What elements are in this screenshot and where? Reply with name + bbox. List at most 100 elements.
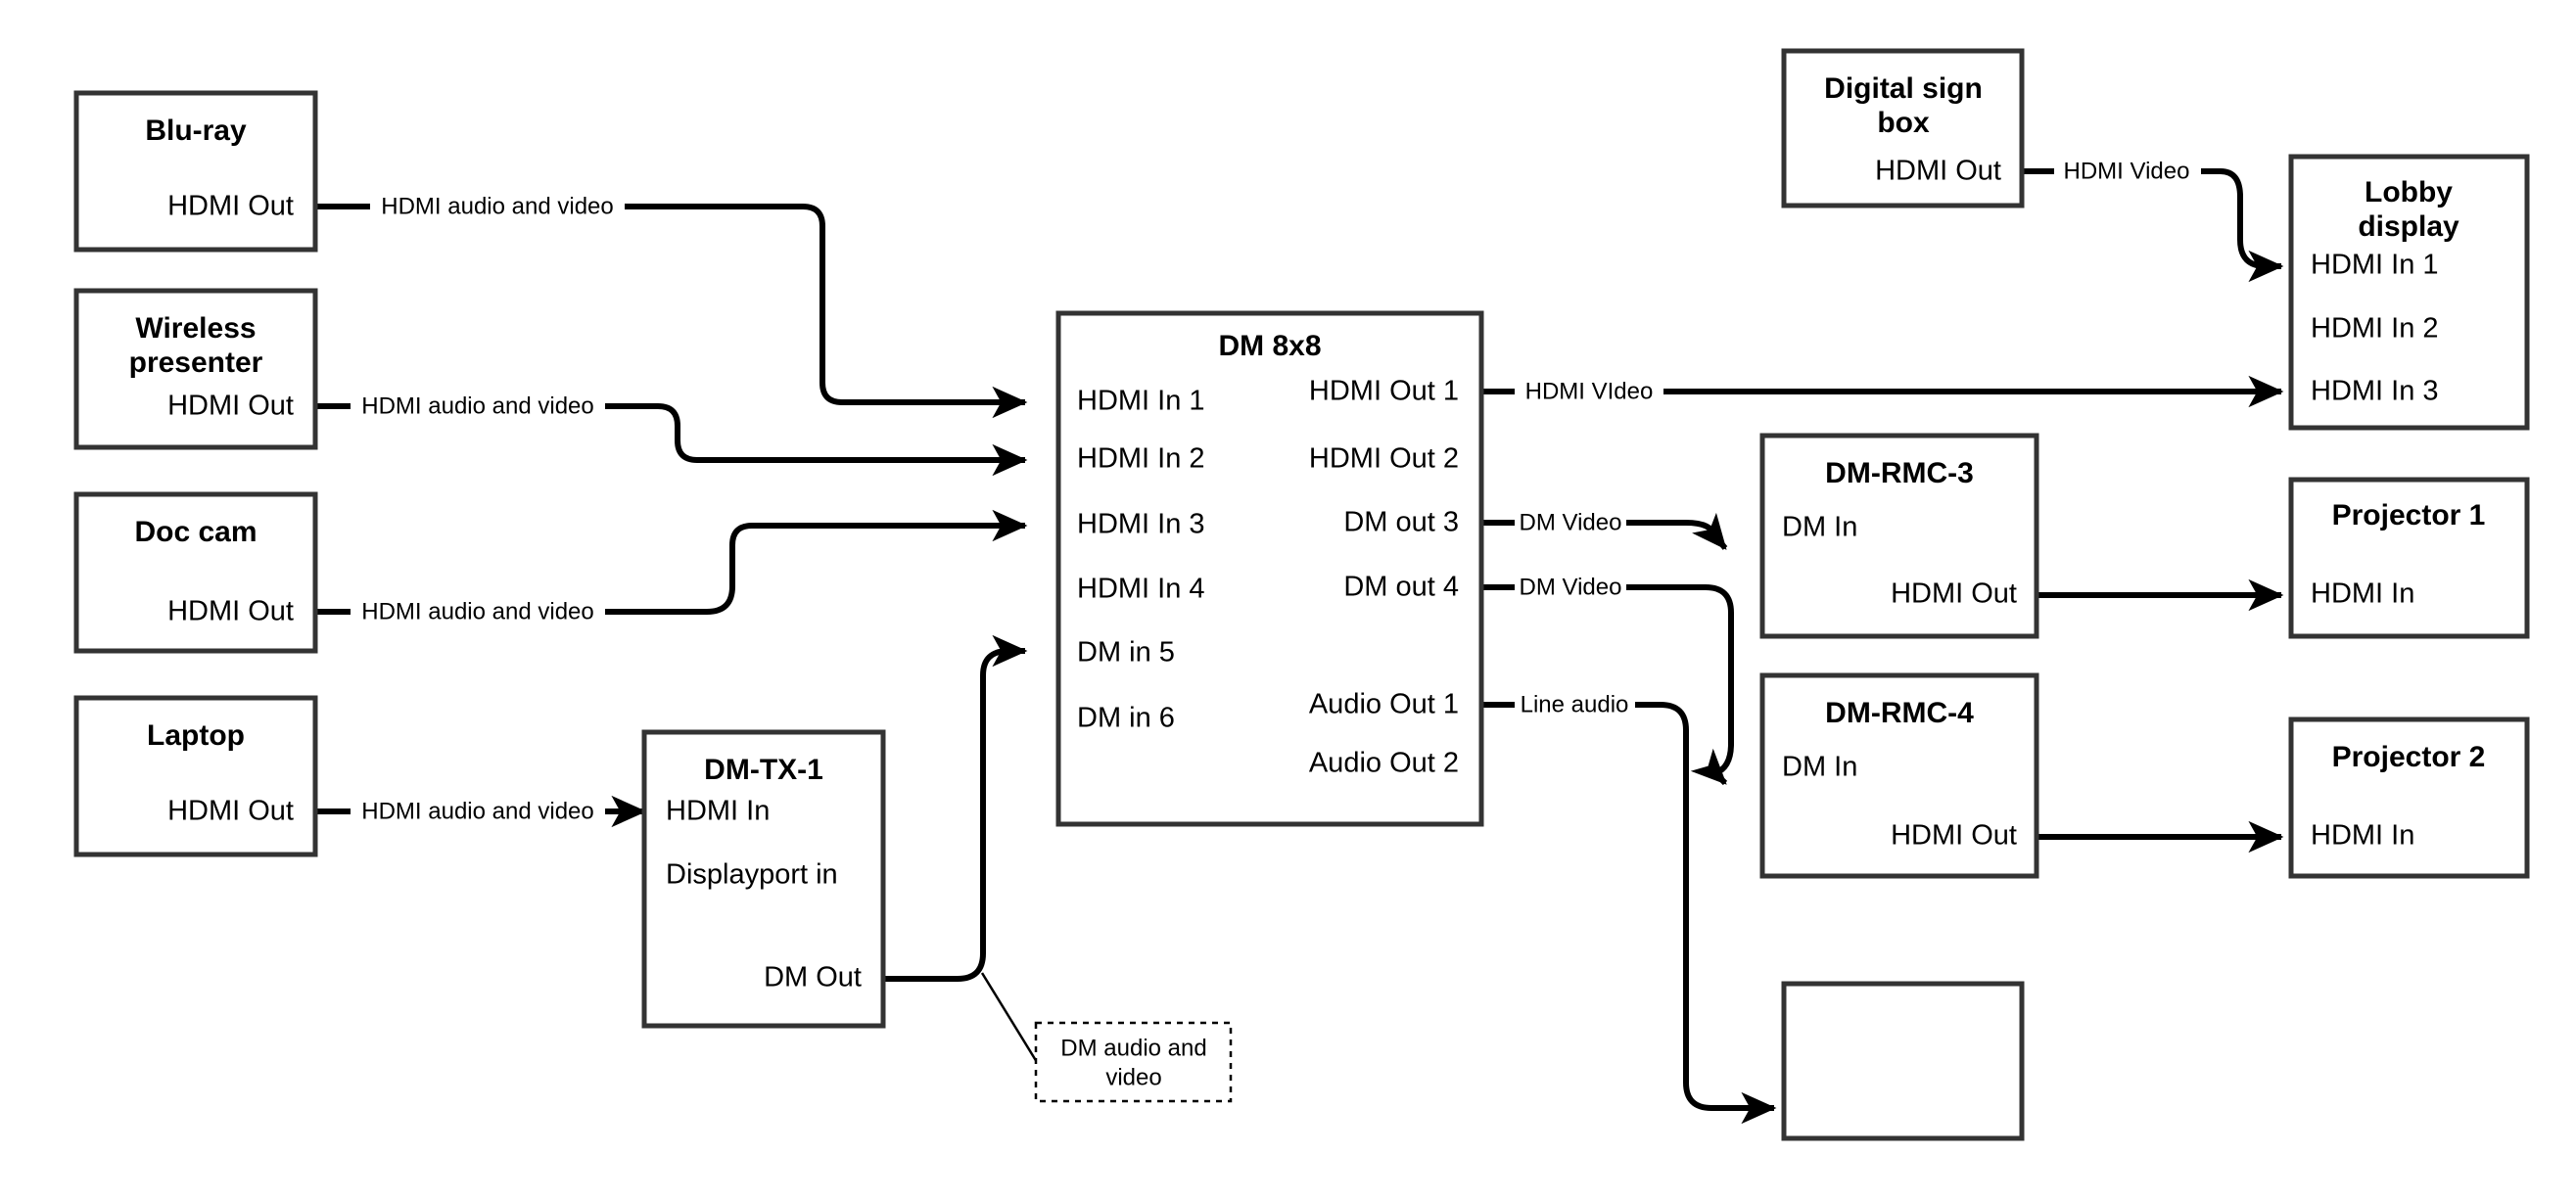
node-laptop-box[interactable] — [73, 695, 318, 857]
port-dmrmc3-dm-in: DM In — [1782, 512, 1857, 543]
edge-dm8x8-to-amplifier: Line audio — [1481, 691, 1777, 1125]
edge-dm8x8-to-dmrmc3: DM Video — [1481, 509, 1728, 550]
node-laptop[interactable]: Laptop HDMI Out — [73, 695, 318, 857]
node-lobby-display[interactable]: Lobby display HDMI In 1 HDMI In 2 HDMI I… — [2288, 154, 2530, 431]
edge-path — [2201, 168, 2284, 283]
port-dm8x8-dm-out-3: DM out 3 — [1343, 507, 1459, 538]
port-dm8x8-dm-in-6: DM in 6 — [1077, 703, 1175, 734]
edge-path — [605, 509, 1028, 615]
edge-doccam-to-dm8x8: HDMI audio and video — [315, 509, 1028, 624]
edge-digitalsign-to-lobby: HDMI Video — [2022, 158, 2284, 283]
edge-path — [625, 204, 1028, 419]
node-wireless-presenter[interactable]: Wireless presenter HDMI Out — [73, 288, 318, 450]
port-dm8x8-hdmi-out-2: HDMI Out 2 — [1309, 443, 1459, 475]
callout-dm-audio-and-video: DM audio and video — [1034, 1021, 1233, 1103]
port-dmtx1-hdmi-in: HDMI In — [666, 796, 770, 827]
edge-bluray-to-dm8x8: HDMI audio and video — [315, 193, 1028, 419]
node-projector-2-title: Projector 2 — [2332, 741, 2486, 773]
node-projector-1-title: Projector 1 — [2332, 499, 2486, 531]
node-projector-1[interactable]: Projector 1 HDMI In — [2288, 477, 2530, 639]
node-dm-tx-1-title: DM-TX-1 — [704, 754, 823, 786]
edge-label-dm8x8-to-dmrmc4: DM Video — [1520, 574, 1622, 600]
node-lobby-display-box[interactable] — [2288, 154, 2530, 431]
port-dm8x8-hdmi-in-3: HDMI In 3 — [1077, 509, 1205, 540]
node-amplifier[interactable] — [1781, 981, 2025, 1141]
edge-path — [1635, 702, 1777, 1125]
port-bluray-hdmi-out: HDMI Out — [167, 191, 294, 222]
node-digital-sign-title-line1: Digital sign — [1824, 72, 1983, 105]
node-bluray-title: Blu-ray — [145, 115, 247, 147]
port-dmrmc4-hdmi-out: HDMI Out — [1891, 820, 2017, 852]
node-lobby-display-title-line2: display — [2358, 210, 2459, 243]
edge-dm8x8-to-lobby: HDMI VIdeo — [1481, 375, 2284, 408]
node-dm-rmc-3[interactable]: DM-RMC-3 DM In HDMI Out — [1759, 433, 2039, 639]
port-dm8x8-hdmi-in-2: HDMI In 2 — [1077, 443, 1205, 475]
node-dm-8x8[interactable]: DM 8x8 HDMI In 1 HDMI In 2 HDMI In 3 HDM… — [1055, 310, 1484, 827]
node-doc-cam[interactable]: Doc cam HDMI Out — [73, 491, 318, 654]
node-amplifier-box[interactable] — [1781, 981, 2025, 1141]
callout-text-line2: video — [1105, 1064, 1161, 1090]
node-digital-sign-title-line2: box — [1877, 107, 1930, 139]
node-dm-rmc-4-title: DM-RMC-4 — [1825, 697, 1974, 729]
port-dmtx1-dm-out: DM Out — [764, 962, 862, 993]
port-lobby-hdmi-in-3: HDMI In 3 — [2311, 376, 2439, 407]
edge-path — [1626, 584, 1734, 786]
node-bluray[interactable]: Blu-ray HDMI Out — [73, 90, 318, 253]
port-dm8x8-dm-in-5: DM in 5 — [1077, 637, 1175, 669]
node-digital-sign-box-box[interactable] — [1781, 48, 2025, 208]
node-projector-2-box[interactable] — [2288, 716, 2530, 879]
node-lobby-display-title-line1: Lobby — [2365, 176, 2453, 208]
port-dm8x8-audio-out-1: Audio Out 1 — [1309, 689, 1459, 720]
node-doc-cam-box[interactable] — [73, 491, 318, 654]
port-laptop-hdmi-out: HDMI Out — [167, 796, 294, 827]
node-doc-cam-title: Doc cam — [134, 516, 257, 548]
port-digitalsign-hdmi-out: HDMI Out — [1875, 156, 2001, 187]
port-wireless-hdmi-out: HDMI Out — [167, 391, 294, 422]
port-dmtx1-displayport-in: Displayport in — [666, 859, 838, 891]
port-dm8x8-hdmi-in-1: HDMI In 1 — [1077, 386, 1205, 417]
node-projector-1-box[interactable] — [2288, 477, 2530, 639]
edge-label-bluray-to-dm8x8: HDMI audio and video — [381, 193, 613, 219]
port-projector1-hdmi-in: HDMI In — [2311, 578, 2414, 610]
port-doccam-hdmi-out: HDMI Out — [167, 596, 294, 627]
node-digital-sign-box[interactable]: Digital sign box HDMI Out — [1781, 48, 2025, 208]
port-dm8x8-hdmi-out-1: HDMI Out 1 — [1309, 376, 1459, 407]
node-wireless-presenter-title-line2: presenter — [129, 346, 263, 379]
port-projector2-hdmi-in: HDMI In — [2311, 820, 2414, 852]
edge-laptop-to-dmtx1: HDMI audio and video — [315, 795, 647, 828]
node-dm-rmc-3-title: DM-RMC-3 — [1825, 457, 1974, 489]
edge-path — [883, 634, 1028, 982]
node-projector-2[interactable]: Projector 2 HDMI In — [2288, 716, 2530, 879]
node-wireless-presenter-title-line1: Wireless — [135, 312, 256, 345]
port-dm8x8-hdmi-in-4: HDMI In 4 — [1077, 574, 1205, 605]
node-dm-tx-1[interactable]: DM-TX-1 HDMI In Displayport in DM Out — [641, 729, 886, 1029]
callout-text-line1: DM audio and — [1060, 1035, 1206, 1061]
node-dm-tx-1-box[interactable] — [641, 729, 886, 1029]
edge-label-dm8x8-to-lobby: HDMI VIdeo — [1525, 378, 1654, 404]
edge-label-dm8x8-to-dmrmc3: DM Video — [1520, 509, 1622, 535]
node-dm-rmc-3-box[interactable] — [1759, 433, 2039, 639]
edge-dm8x8-to-dmrmc4: DM Video — [1481, 574, 1734, 786]
edge-path — [605, 403, 1028, 477]
port-lobby-hdmi-in-1: HDMI In 1 — [2311, 250, 2439, 281]
node-dm-rmc-4[interactable]: DM-RMC-4 DM In HDMI Out — [1759, 672, 2039, 879]
edge-dmtx1-to-dm8x8 — [883, 634, 1042, 1068]
port-dm8x8-audio-out-2: Audio Out 2 — [1309, 748, 1459, 779]
port-lobby-hdmi-in-2: HDMI In 2 — [2311, 313, 2439, 345]
node-wireless-presenter-box[interactable] — [73, 288, 318, 450]
port-dmrmc3-hdmi-out: HDMI Out — [1891, 578, 2017, 610]
callout-leader-line — [980, 972, 1042, 1068]
port-dmrmc4-dm-in: DM In — [1782, 752, 1857, 783]
node-bluray-box[interactable] — [73, 90, 318, 253]
edge-label-laptop-to-dmtx1: HDMI audio and video — [361, 798, 593, 824]
edge-label-digitalsign-to-lobby: HDMI Video — [2064, 158, 2190, 184]
edge-path — [1626, 512, 1728, 550]
node-dm-8x8-box[interactable] — [1055, 310, 1484, 827]
callout-box — [1034, 1021, 1233, 1103]
node-laptop-title: Laptop — [147, 719, 245, 752]
port-dm8x8-dm-out-4: DM out 4 — [1343, 572, 1459, 603]
node-dm-rmc-4-box[interactable] — [1759, 672, 2039, 879]
node-dm-8x8-title: DM 8x8 — [1218, 330, 1321, 362]
